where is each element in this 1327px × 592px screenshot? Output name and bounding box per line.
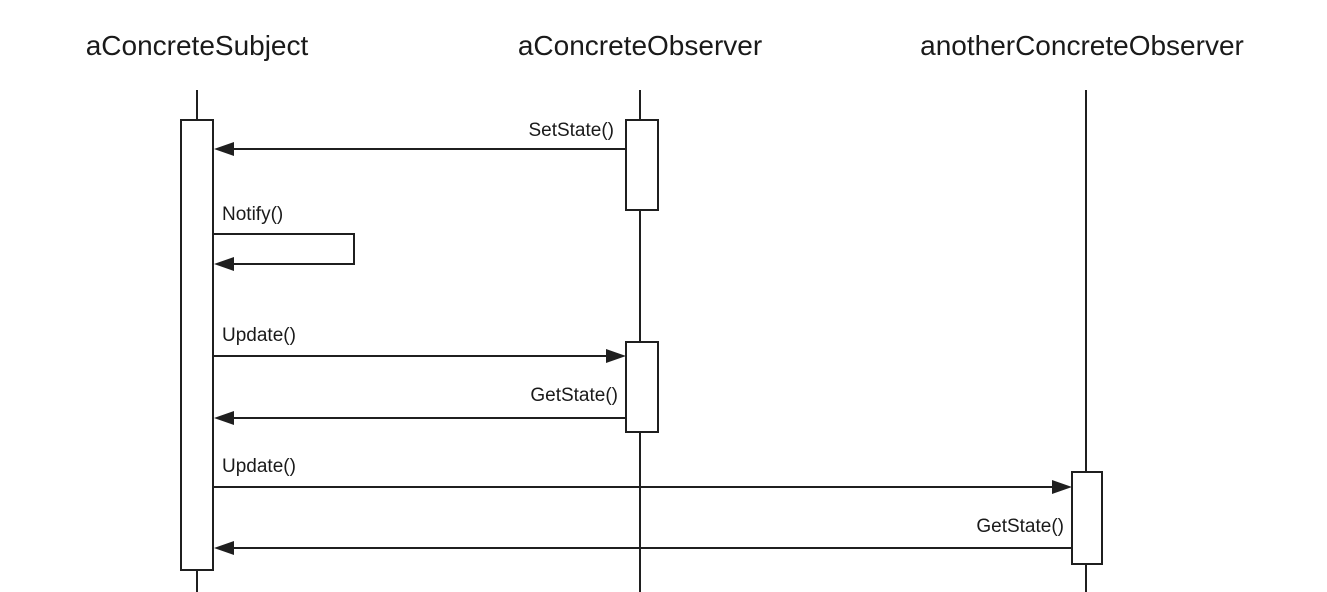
message-label-getstate-2: GetState() bbox=[976, 516, 1064, 537]
arrowhead bbox=[214, 411, 234, 425]
activation-observer1-update bbox=[625, 341, 659, 433]
arrowhead bbox=[214, 541, 234, 555]
arrowhead bbox=[214, 257, 234, 271]
message-label-update-1: Update() bbox=[222, 325, 296, 346]
participant-observer1-label: aConcreteObserver bbox=[518, 30, 762, 61]
arrowhead bbox=[606, 349, 626, 363]
arrowhead bbox=[214, 142, 234, 156]
message-arrow-notify bbox=[213, 233, 355, 265]
message-label-update-2: Update() bbox=[222, 456, 296, 477]
message-label-notify: Notify() bbox=[222, 204, 283, 225]
arrowhead bbox=[1052, 480, 1072, 494]
participant-subject-label: aConcreteSubject bbox=[86, 30, 309, 61]
participant-observer2-label: anotherConcreteObserver bbox=[920, 30, 1244, 61]
activation-observer2-update bbox=[1071, 471, 1103, 565]
message-label-setstate: SetState() bbox=[528, 120, 614, 141]
activation-subject bbox=[180, 119, 214, 571]
activation-observer1-setstate bbox=[625, 119, 659, 211]
message-label-getstate-1: GetState() bbox=[530, 385, 618, 406]
